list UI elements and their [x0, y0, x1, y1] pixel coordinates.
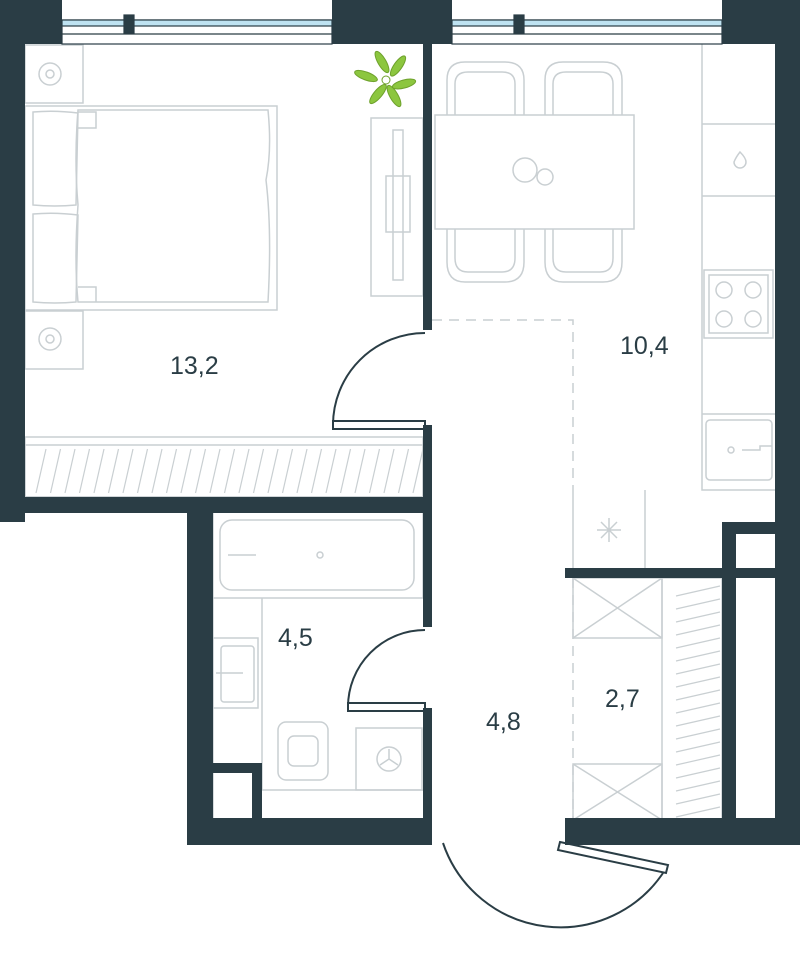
- hatch-line: [675, 650, 721, 662]
- area-label-bedroom: 13,2: [170, 352, 219, 380]
- area-label-hallway: 4,8: [486, 708, 521, 736]
- sink-icon: [212, 637, 259, 709]
- drop-icon: [733, 150, 747, 169]
- hatch-line: [675, 728, 721, 740]
- hatch-line: [675, 637, 721, 649]
- sink-icon: [705, 419, 773, 481]
- hatch-line: [107, 448, 120, 494]
- hatch-line: [165, 448, 178, 494]
- wardrobe-hatch: [35, 448, 424, 494]
- hatch-line: [35, 448, 47, 494]
- hatch-line: [675, 767, 721, 779]
- hatch-line: [675, 585, 721, 597]
- fridge-icon: [572, 490, 646, 570]
- hatch-line: [93, 448, 105, 494]
- hatch-line: [325, 448, 337, 494]
- nightstand-icon: [24, 310, 84, 370]
- entrance-door-icon: [442, 840, 670, 929]
- interior-lines: [24, 44, 775, 821]
- bed-icon: [24, 105, 278, 311]
- hatch-line: [675, 611, 721, 623]
- hatch-line: [64, 448, 76, 494]
- window-icon: [61, 14, 723, 45]
- zone-boundary: [432, 319, 574, 490]
- hatch-line: [238, 448, 250, 494]
- hatch-line: [675, 806, 721, 818]
- hatch-line: [354, 448, 366, 494]
- chair-icon: [544, 61, 623, 115]
- dining-table-icon: [434, 114, 635, 230]
- hatch-line: [675, 793, 721, 805]
- nightstand-icon: [24, 44, 84, 104]
- hatch-line: [151, 448, 163, 494]
- hatch-line: [310, 448, 323, 494]
- stove-icon: [703, 269, 774, 339]
- hatch-line: [223, 448, 236, 494]
- hatch-line: [296, 448, 308, 494]
- hatch-line: [675, 741, 721, 753]
- hatch-line: [78, 448, 91, 494]
- storage-shelves: [572, 577, 723, 821]
- hatch-line: [675, 715, 721, 727]
- hatch-line: [675, 663, 721, 675]
- hatch-line: [281, 448, 294, 494]
- hatch-line: [180, 448, 192, 494]
- hatch-line: [49, 448, 62, 494]
- chair-icon: [446, 61, 525, 115]
- hatch-line: [122, 448, 134, 494]
- hatch-line: [675, 624, 721, 636]
- chair-icon: [446, 229, 525, 283]
- hatch-line: [675, 689, 721, 701]
- hatch-line: [412, 448, 424, 494]
- kitchen-counter: [701, 44, 775, 491]
- hatch-line: [675, 754, 721, 766]
- door-icon: [347, 629, 426, 712]
- hatch-line: [675, 676, 721, 688]
- hatch-line: [267, 448, 279, 494]
- hatch-line: [209, 448, 221, 494]
- tv-icon: [370, 117, 424, 297]
- area-label-storage: 2,7: [605, 685, 640, 713]
- bathtub-icon: [212, 511, 424, 599]
- hatch-line: [383, 448, 395, 494]
- hatch-line: [136, 448, 149, 494]
- shelf-hatch: [675, 585, 721, 818]
- area-label-kitchen: 10,4: [620, 332, 669, 360]
- hatch-line: [675, 598, 721, 610]
- door-icon: [332, 332, 426, 430]
- hatch-line: [368, 448, 381, 494]
- hatch-line: [194, 448, 207, 494]
- hatch-line: [675, 780, 721, 792]
- chair-icon: [544, 229, 623, 283]
- washing-machine-icon: [355, 727, 423, 791]
- toilet-icon: [277, 721, 329, 781]
- hatch-line: [252, 448, 265, 494]
- walls: [0, 0, 800, 845]
- hatch-line: [339, 448, 352, 494]
- plant-icon: [354, 50, 417, 108]
- hatch-line: [675, 702, 721, 714]
- area-label-bathroom: 4,5: [278, 624, 313, 652]
- hatch-line: [397, 448, 410, 494]
- wardrobe-icon: [24, 436, 424, 498]
